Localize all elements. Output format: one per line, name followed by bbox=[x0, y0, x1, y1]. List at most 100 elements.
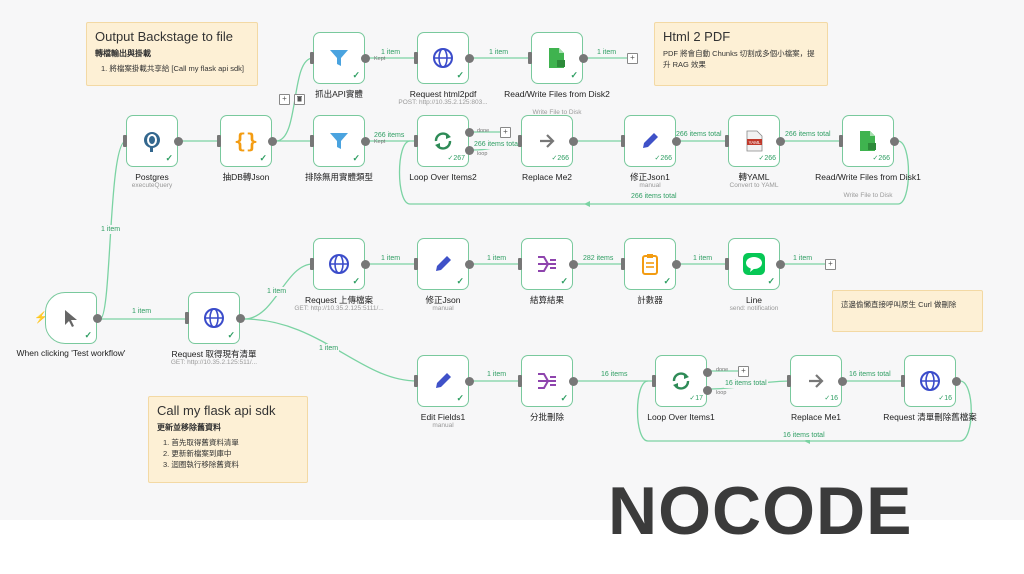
node-title: Read/Write Files from Disk1 bbox=[815, 172, 921, 182]
node-manual-trigger[interactable]: ✓ bbox=[45, 292, 102, 344]
output-pin[interactable] bbox=[361, 54, 370, 63]
node-aggregate-result[interactable]: ✓ bbox=[518, 238, 578, 290]
node-counter[interactable]: ✓ bbox=[621, 238, 681, 290]
node-code-db2json[interactable]: {} ✓ bbox=[217, 115, 277, 167]
wire-label: 1 item bbox=[692, 254, 714, 263]
pencil-icon bbox=[430, 251, 456, 277]
success-check-icon: ✓ bbox=[560, 393, 568, 403]
sticky-note-output[interactable]: Output Backstage to file 轉檔輸出與掛載 1. 將檔案掛… bbox=[86, 22, 258, 86]
node-replace1[interactable]: ✓16 bbox=[787, 355, 847, 407]
input-pin[interactable] bbox=[310, 135, 314, 147]
input-pin[interactable] bbox=[123, 135, 127, 147]
node-filter-remove[interactable]: ✓ bbox=[310, 115, 370, 167]
output-pin[interactable] bbox=[361, 260, 370, 269]
wire-label: 1 item bbox=[486, 370, 508, 379]
success-check-icon: ✓ bbox=[767, 276, 775, 286]
wire-label: 266 items total bbox=[784, 130, 832, 139]
delete-connection-button[interactable] bbox=[294, 94, 305, 105]
node-batch-delete[interactable]: ✓ bbox=[518, 355, 578, 407]
input-pin[interactable] bbox=[725, 135, 729, 147]
output-pin[interactable] bbox=[268, 137, 277, 146]
workflow-canvas[interactable]: 1 item 1 item 1 item Kept 1 item 1 item … bbox=[0, 0, 1024, 520]
wire-label: 1 item bbox=[488, 48, 510, 57]
input-pin[interactable] bbox=[621, 258, 625, 270]
node-rw-disk2[interactable]: ✓ bbox=[528, 32, 588, 84]
file-write-icon bbox=[544, 45, 570, 71]
input-pin[interactable] bbox=[185, 312, 189, 324]
sticky-note-curl[interactable]: 這邊偷懶直接呼叫原生 Curl 做刪除 bbox=[832, 290, 983, 332]
output-pin[interactable] bbox=[672, 260, 681, 269]
add-node-button[interactable]: + bbox=[500, 127, 511, 138]
node-http-delete[interactable]: ✓16 bbox=[901, 355, 961, 407]
input-pin[interactable] bbox=[528, 52, 532, 64]
output-pin-done[interactable] bbox=[465, 128, 474, 137]
node-http-html2pdf[interactable]: ✓ bbox=[414, 32, 474, 84]
output-pin-done[interactable] bbox=[703, 368, 712, 377]
output-pin[interactable] bbox=[465, 377, 474, 386]
postgres-elephant-icon bbox=[139, 128, 165, 154]
output-pin[interactable] bbox=[776, 137, 785, 146]
input-pin[interactable] bbox=[414, 258, 418, 270]
output-pin[interactable] bbox=[776, 260, 785, 269]
node-postgres[interactable]: ✓ bbox=[123, 115, 183, 167]
node-set-fixjson[interactable]: ✓ bbox=[414, 238, 474, 290]
output-pin-loop[interactable] bbox=[703, 386, 712, 395]
sticky-note-flask[interactable]: Call my flask api sdk 更新並移除舊資料 1. 首先取得舊資… bbox=[148, 396, 308, 483]
input-pin[interactable] bbox=[518, 258, 522, 270]
input-pin[interactable] bbox=[652, 375, 656, 387]
line-chat-icon bbox=[741, 251, 767, 277]
node-convert-yaml[interactable]: YAML ✓266 bbox=[725, 115, 785, 167]
node-rw-disk1[interactable]: ✓266 bbox=[839, 115, 899, 167]
node-loop1[interactable]: ✓17 bbox=[652, 355, 712, 407]
output-pin[interactable] bbox=[952, 377, 961, 386]
output-pin[interactable] bbox=[569, 377, 578, 386]
output-pin[interactable] bbox=[361, 137, 370, 146]
output-pin[interactable] bbox=[236, 314, 245, 323]
input-pin[interactable] bbox=[217, 135, 221, 147]
input-pin[interactable] bbox=[787, 375, 791, 387]
output-pin[interactable] bbox=[838, 377, 847, 386]
add-node-button[interactable]: + bbox=[825, 259, 836, 270]
output-pin-loop[interactable] bbox=[465, 146, 474, 155]
output-pin[interactable] bbox=[890, 137, 899, 146]
run-count: ✓266 bbox=[551, 155, 569, 162]
output-pin[interactable] bbox=[569, 260, 578, 269]
node-set-edit1[interactable]: ✓ bbox=[414, 355, 474, 407]
input-pin[interactable] bbox=[414, 375, 418, 387]
add-node-button[interactable]: + bbox=[279, 94, 290, 105]
add-node-button[interactable]: + bbox=[627, 53, 638, 64]
input-pin[interactable] bbox=[310, 52, 314, 64]
output-pin[interactable] bbox=[465, 54, 474, 63]
node-replace2[interactable]: ✓266 bbox=[518, 115, 578, 167]
node-subtitle: manual bbox=[432, 422, 454, 429]
success-check-icon: ✓ bbox=[84, 330, 92, 340]
input-pin[interactable] bbox=[310, 258, 314, 270]
success-check-icon: ✓ bbox=[352, 70, 360, 80]
node-set-fixjson1[interactable]: ✓266 bbox=[621, 115, 681, 167]
sticky-note-html2pdf[interactable]: Html 2 PDF PDF 將會自動 Chunks 切割成多個小檔案，提升 R… bbox=[654, 22, 828, 86]
input-pin[interactable] bbox=[414, 135, 418, 147]
wire-sublabel: Kept bbox=[374, 139, 386, 145]
output-pin[interactable] bbox=[465, 260, 474, 269]
output-pin[interactable] bbox=[579, 54, 588, 63]
add-node-button[interactable]: + bbox=[738, 366, 749, 377]
output-pin[interactable] bbox=[672, 137, 681, 146]
output-pin[interactable] bbox=[569, 137, 578, 146]
input-pin[interactable] bbox=[621, 135, 625, 147]
node-filter-api[interactable]: ✓ bbox=[310, 32, 370, 84]
input-pin[interactable] bbox=[518, 375, 522, 387]
node-http-upload[interactable]: ✓ bbox=[310, 238, 370, 290]
input-pin[interactable] bbox=[518, 135, 522, 147]
node-line[interactable]: ✓ bbox=[725, 238, 785, 290]
input-pin[interactable] bbox=[901, 375, 905, 387]
output-pin[interactable] bbox=[93, 314, 102, 323]
node-title: When clicking 'Test workflow' bbox=[16, 348, 126, 358]
input-pin[interactable] bbox=[725, 258, 729, 270]
sticky-title: Call my flask api sdk bbox=[157, 403, 276, 418]
node-loop2[interactable]: ✓267 bbox=[414, 115, 474, 167]
output-pin[interactable] bbox=[174, 137, 183, 146]
input-pin[interactable] bbox=[839, 135, 843, 147]
input-pin[interactable] bbox=[414, 52, 418, 64]
filter-funnel-icon bbox=[326, 45, 352, 71]
node-http-list[interactable]: ✓ bbox=[185, 292, 245, 344]
